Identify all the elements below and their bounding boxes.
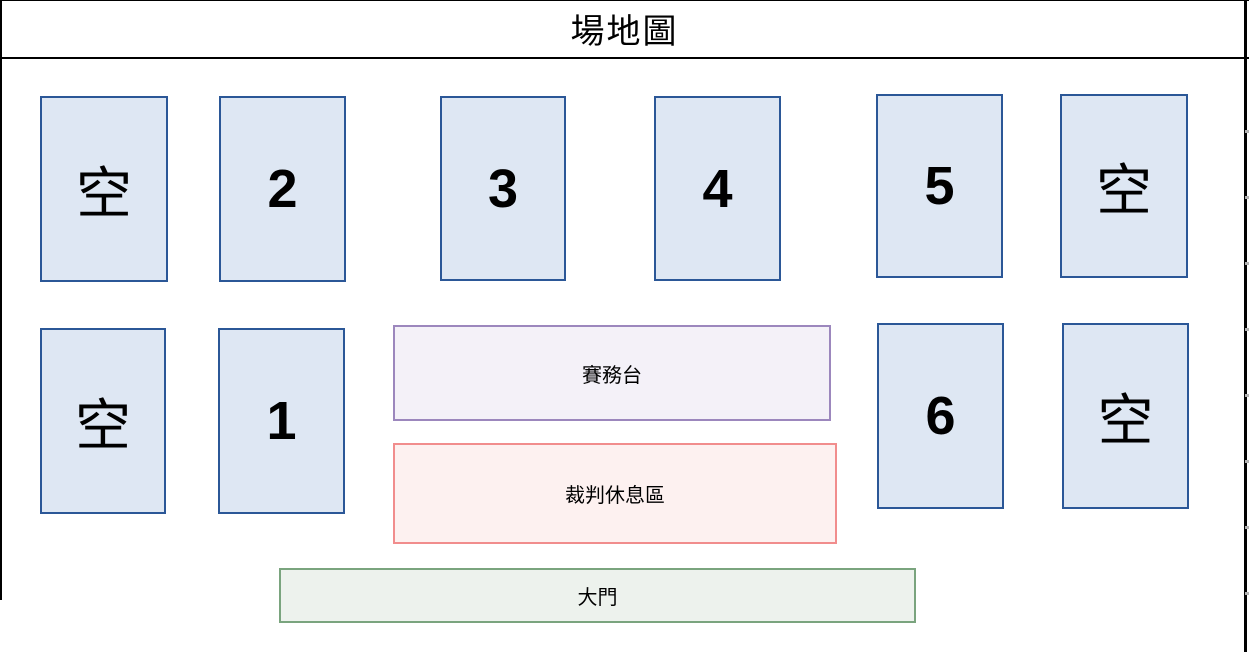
court-label: 5 [924,156,955,216]
court-label: 1 [266,391,297,451]
court-label: 空 [76,161,132,225]
gridline-stub [1245,328,1249,331]
court-label: 空 [75,393,131,457]
court-box-2: 2 [219,96,346,282]
court-box-4: 4 [654,96,781,281]
main-gate-area: 大門 [279,568,916,623]
frame-top-border [0,0,1249,1]
court-box-3: 3 [440,96,566,281]
frame-right-border [1244,0,1247,652]
court-box-5: 5 [876,94,1003,278]
main-gate-label: 大門 [577,587,618,609]
gridline-stub [1245,130,1249,133]
gridline-stub [1245,262,1249,265]
page-title: 場地圖 [570,13,679,51]
referee-rest-area: 裁判休息區 [393,443,837,544]
court-label: 2 [267,159,298,219]
court-label: 4 [702,158,733,219]
staff-desk-label: 賽務台 [582,364,642,387]
title-bar: 場地圖 [0,0,1249,57]
court-label: 空 [1096,158,1152,222]
title-separator [0,57,1249,59]
court-box-empty-bottom-right: 空 [1062,323,1189,509]
court-label: 6 [925,386,956,446]
court-box-1: 1 [218,328,345,514]
frame-left-border [0,0,2,600]
court-label: 空 [1097,388,1154,452]
court-box-empty-top-right: 空 [1060,94,1188,278]
gridline-stub [1245,526,1249,529]
court-label: 3 [487,158,519,219]
gridline-stub [1245,592,1249,595]
court-box-empty-top-left: 空 [40,96,168,282]
gridline-stub [1245,460,1249,463]
court-box-empty-bottom-left: 空 [40,328,166,514]
referee-rest-label: 裁判休息區 [565,485,665,507]
court-box-6: 6 [877,323,1004,509]
gridline-stub [1245,394,1249,397]
staff-desk-area: 賽務台 [393,325,831,421]
gridline-stub [1245,196,1249,199]
